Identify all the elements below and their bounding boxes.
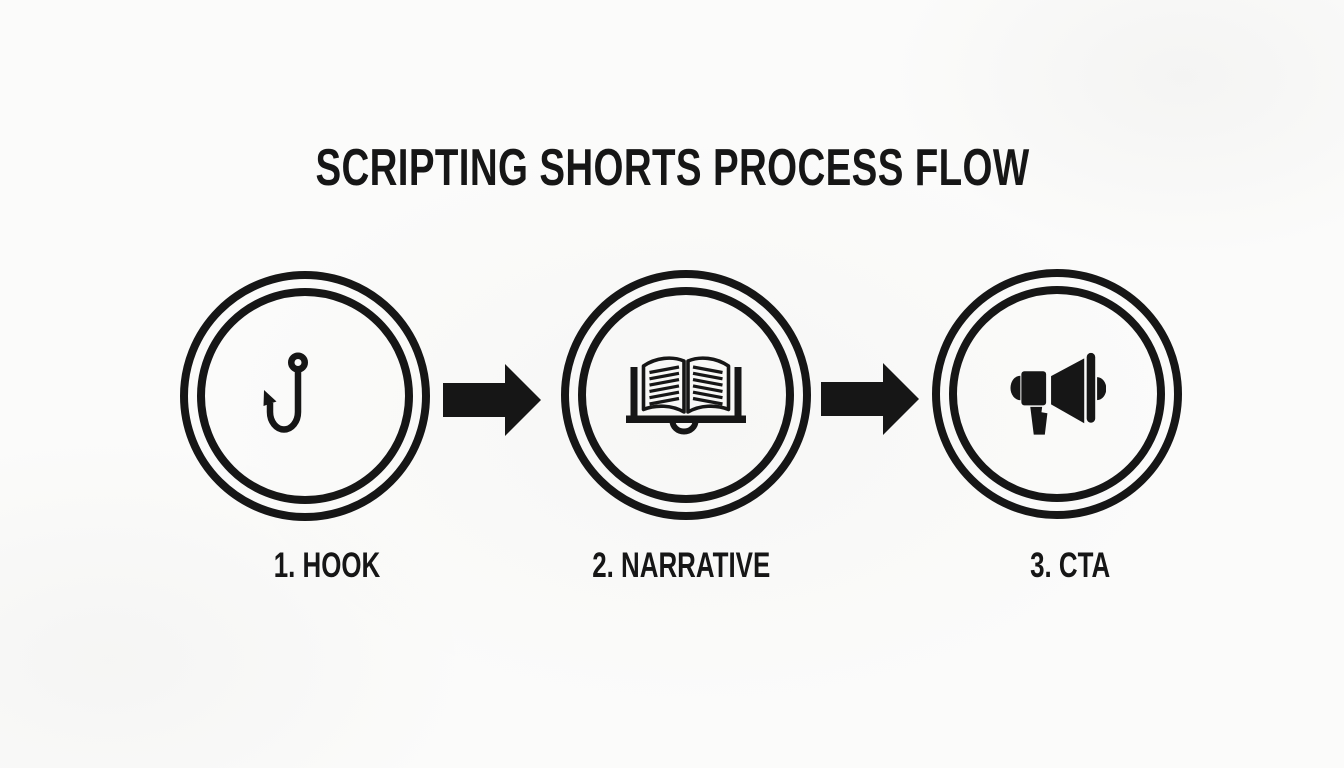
step-label-cta: 3. CTA: [945, 546, 1195, 586]
inner-ring: [949, 286, 1165, 502]
arrow-right-icon: [821, 363, 919, 435]
step-label-narrative: 2. NARRATIVE: [556, 546, 806, 586]
step-label-hook-text: 1. HOOK: [273, 546, 381, 585]
step-node-cta: [932, 269, 1182, 519]
diagram-title-text: SCRIPTING SHORTS PROCESS FLOW: [314, 139, 1030, 197]
fishing-hook-icon: [263, 352, 308, 433]
open-book-icon: [626, 356, 746, 435]
step-label-hook: 1. HOOK: [202, 546, 452, 586]
megaphone-icon: [1009, 352, 1106, 435]
arrow-right-icon: [443, 364, 541, 436]
inner-ring: [578, 287, 794, 503]
step-node-narrative: [561, 270, 811, 520]
step-node-hook: [180, 271, 430, 521]
diagram-title: SCRIPTING SHORTS PROCESS FLOW: [0, 142, 1344, 194]
inner-ring: [197, 288, 413, 504]
step-label-cta-text: 3. CTA: [1029, 546, 1111, 585]
step-label-narrative-text: 2. NARRATIVE: [592, 546, 770, 585]
